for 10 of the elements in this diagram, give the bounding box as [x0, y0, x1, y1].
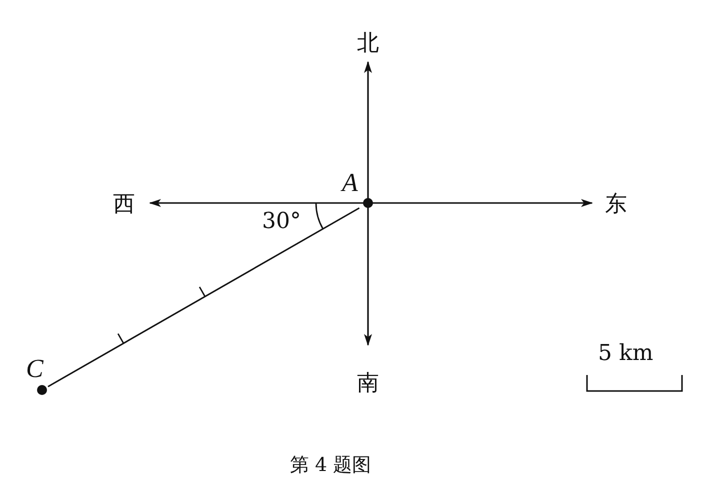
- direction-label: 南: [357, 372, 379, 396]
- line-segment: [48, 207, 360, 388]
- direction-label: 西: [113, 193, 135, 217]
- caption: 第 4 题图: [290, 453, 372, 478]
- point-label: A: [342, 170, 358, 196]
- scale-label: 5 km: [598, 342, 654, 366]
- point-label: C: [26, 356, 44, 382]
- direction-label: 北: [357, 32, 379, 56]
- angle-label: 30°: [262, 210, 301, 234]
- direction-label: 东: [605, 193, 627, 217]
